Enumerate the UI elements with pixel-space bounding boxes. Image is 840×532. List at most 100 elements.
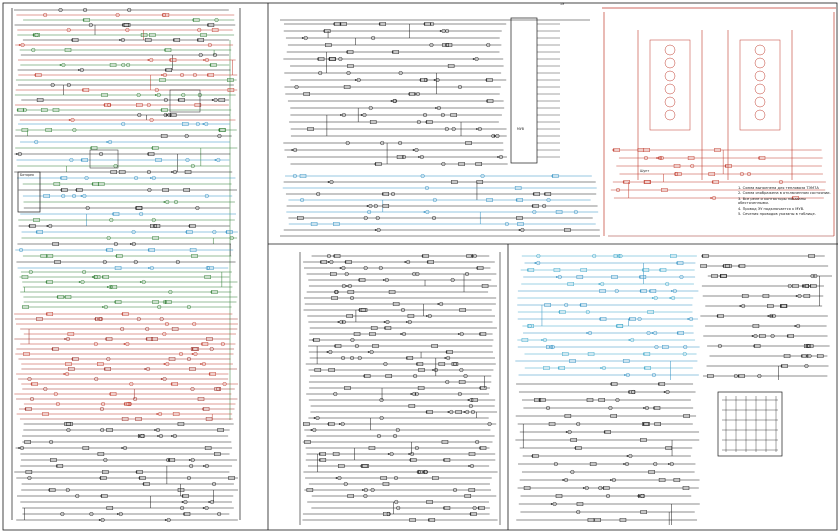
coil-symbol — [125, 27, 130, 33]
junction-dot — [323, 30, 326, 32]
battery-label: Батарея — [20, 173, 34, 177]
junction-dot — [94, 318, 97, 320]
coil-symbol — [369, 349, 374, 355]
component-symbol — [97, 362, 104, 366]
component-symbol — [576, 275, 584, 279]
coil-symbol — [769, 313, 774, 319]
coil-symbol — [204, 193, 209, 199]
component-symbol — [328, 368, 335, 372]
junction-dot — [164, 69, 167, 71]
coil-symbol — [209, 346, 214, 352]
junction-dot — [425, 121, 428, 123]
junction-dot — [291, 149, 294, 151]
junction-dot — [312, 339, 315, 341]
component-symbol — [172, 412, 180, 416]
junction-dot — [185, 231, 188, 233]
junction-dot — [753, 345, 756, 347]
coil-symbol — [644, 405, 649, 411]
component-symbol — [21, 275, 29, 279]
coil-symbol — [94, 376, 99, 382]
coil-symbol — [220, 341, 225, 347]
junction-dot — [622, 181, 625, 183]
coil-symbol — [771, 313, 776, 319]
coil-symbol — [333, 289, 339, 295]
coil-symbol — [449, 409, 454, 415]
component-symbol — [36, 317, 43, 321]
coil-symbol — [363, 265, 368, 271]
muv-circuit-panel — [280, 19, 600, 237]
junction-dot — [800, 355, 803, 357]
junction-dot — [603, 431, 606, 433]
junction-dot — [637, 495, 640, 497]
component-symbol — [561, 352, 569, 356]
coil-symbol — [155, 427, 161, 433]
coil-symbol — [350, 337, 355, 343]
coil-symbol — [204, 505, 209, 511]
coil-symbol — [120, 326, 125, 332]
junction-dot — [91, 276, 94, 278]
component-symbol — [45, 128, 52, 132]
component-symbol — [211, 28, 219, 32]
coil-symbol — [214, 17, 219, 23]
coil-symbol — [113, 241, 118, 247]
junction-dot — [387, 453, 390, 455]
component-symbol — [64, 422, 71, 426]
coil-symbol — [70, 117, 75, 123]
component-symbol — [441, 440, 449, 444]
junction-dot — [463, 411, 466, 413]
junction-dot — [164, 519, 167, 521]
junction-dot — [366, 205, 369, 207]
coil-symbol — [17, 151, 22, 157]
coil-symbol — [141, 279, 146, 285]
junction-dot — [408, 93, 411, 95]
junction-dot — [615, 325, 618, 327]
junction-dot — [676, 262, 678, 264]
junction-dot — [121, 24, 124, 26]
junction-dot — [390, 100, 393, 102]
component-symbol — [204, 446, 212, 450]
junction-dot — [360, 465, 363, 467]
component-symbol — [183, 188, 190, 192]
junction-dot — [541, 339, 543, 341]
junction-dot — [612, 149, 615, 151]
component-symbol — [548, 422, 556, 426]
junction-dot — [599, 318, 601, 320]
component-symbol — [516, 216, 523, 220]
junction-dot — [669, 297, 672, 299]
coil-symbol — [459, 331, 464, 337]
coil-symbol — [608, 405, 613, 411]
component-symbol — [194, 103, 202, 107]
coil-symbol — [85, 205, 90, 211]
component-symbol — [177, 422, 185, 426]
junction-dot — [551, 175, 554, 177]
component-symbol — [683, 414, 690, 418]
junction-dot — [433, 79, 436, 81]
coil-symbol — [570, 469, 575, 475]
component-symbol — [752, 324, 760, 328]
component-symbol — [803, 294, 811, 298]
junction-dot — [164, 49, 166, 51]
junction-dot — [169, 59, 171, 61]
component-symbol — [306, 488, 314, 492]
coil-symbol — [628, 453, 633, 459]
junction-dot — [63, 373, 66, 375]
component-symbol — [567, 282, 575, 286]
junction-dot — [310, 429, 313, 431]
junction-dot — [135, 207, 137, 209]
coil-symbol — [120, 37, 125, 43]
component-symbol — [344, 386, 351, 390]
component-symbol — [123, 23, 131, 27]
junction-dot — [188, 459, 191, 461]
junction-dot — [151, 147, 154, 149]
coil-symbol — [80, 279, 85, 285]
junction-dot — [142, 483, 145, 485]
junction-dot — [225, 231, 228, 233]
junction-dot — [154, 94, 157, 96]
junction-dot — [643, 407, 645, 409]
coil-symbol — [118, 511, 123, 517]
component-symbol — [150, 224, 157, 228]
junction-dot — [64, 296, 66, 298]
junction-dot — [642, 423, 645, 425]
coil-symbol — [93, 341, 98, 347]
